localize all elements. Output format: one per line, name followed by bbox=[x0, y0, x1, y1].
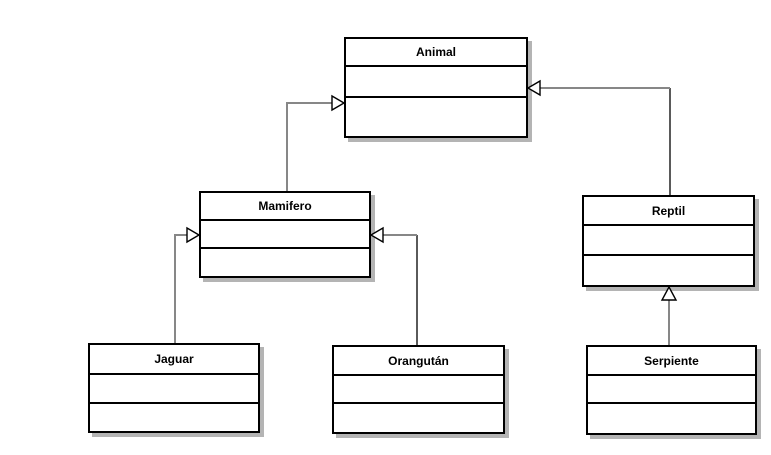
class-name-label: Mamifero bbox=[258, 199, 312, 213]
inheritance-arrowhead-icon bbox=[331, 94, 346, 112]
class-box-serpiente: Serpiente bbox=[586, 345, 757, 435]
class-name-compartment: Animal bbox=[344, 37, 528, 67]
generalization-serpiente-reptil bbox=[660, 285, 678, 345]
class-box-jaguar: Jaguar bbox=[88, 343, 260, 433]
inheritance-arrowhead-icon bbox=[369, 226, 384, 244]
inheritance-arrowhead-icon bbox=[660, 285, 678, 301]
generalization-orangutan-mamifero bbox=[369, 226, 418, 345]
methods-compartment bbox=[332, 402, 505, 434]
class-name-compartment: Jaguar bbox=[88, 343, 260, 375]
methods-compartment bbox=[344, 96, 528, 138]
methods-compartment bbox=[88, 402, 260, 433]
attributes-compartment bbox=[344, 65, 528, 98]
attributes-compartment bbox=[88, 373, 260, 404]
class-box-reptil: Reptil bbox=[582, 195, 755, 287]
methods-compartment bbox=[582, 254, 755, 287]
inheritance-arrowhead-icon bbox=[526, 79, 541, 97]
methods-compartment bbox=[199, 247, 371, 278]
class-name-label: Reptil bbox=[651, 203, 686, 218]
class-name-compartment: Orangután bbox=[332, 345, 505, 376]
class-name-label: Jaguar bbox=[154, 352, 194, 366]
class-name-compartment: Reptil bbox=[582, 195, 755, 226]
generalization-mamifero-animal bbox=[286, 94, 346, 191]
class-box-mamifero: Mamifero bbox=[199, 191, 371, 278]
class-name-compartment: Serpiente bbox=[586, 345, 757, 376]
attributes-compartment bbox=[199, 219, 371, 249]
class-name-label: Serpiente bbox=[644, 353, 699, 368]
class-name-compartment: Mamifero bbox=[199, 191, 371, 221]
class-box-animal: Animal bbox=[344, 37, 528, 138]
generalization-jaguar-mamifero bbox=[174, 226, 201, 343]
inheritance-arrowhead-icon bbox=[186, 226, 201, 244]
class-box-orangutan: Orangután bbox=[332, 345, 505, 434]
attributes-compartment bbox=[582, 224, 755, 256]
class-name-label: Orangután bbox=[388, 353, 449, 368]
methods-compartment bbox=[586, 402, 757, 435]
generalization-reptil-animal bbox=[526, 79, 671, 195]
attributes-compartment bbox=[586, 374, 757, 404]
class-name-label: Animal bbox=[415, 45, 456, 59]
attributes-compartment bbox=[332, 374, 505, 404]
